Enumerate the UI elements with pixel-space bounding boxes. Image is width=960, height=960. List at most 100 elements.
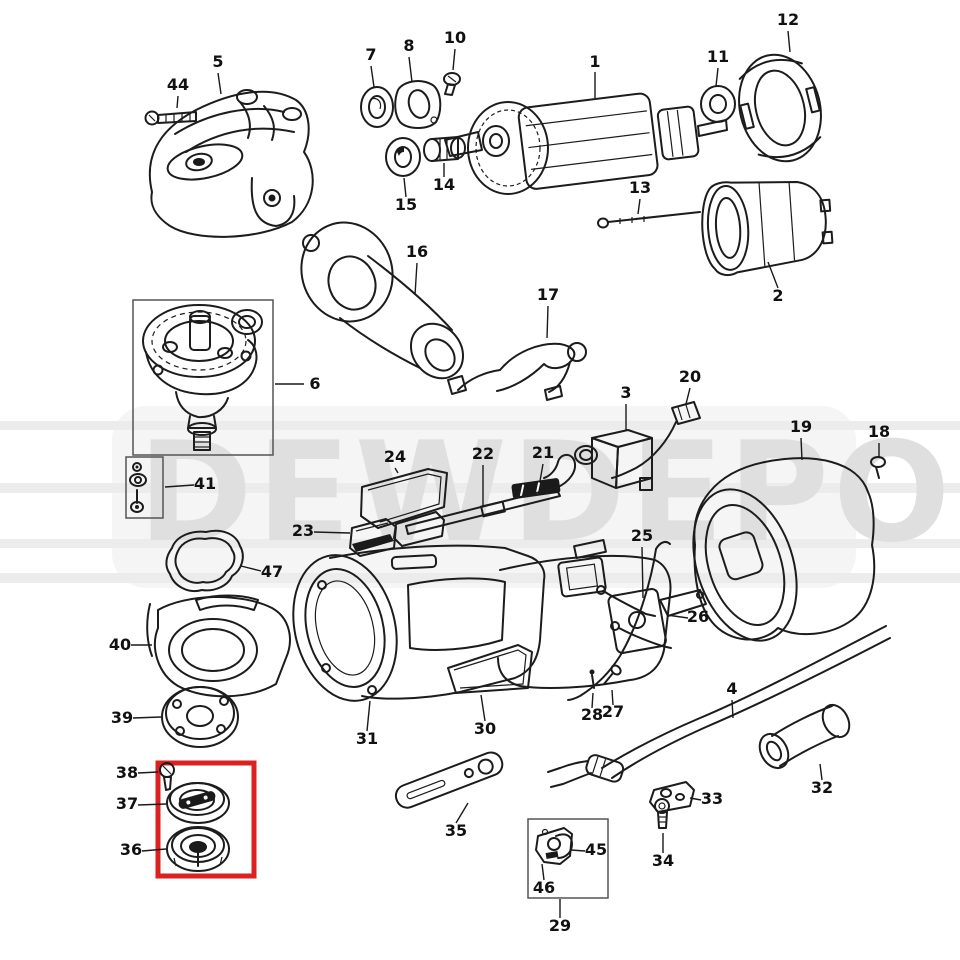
- part-15-bearing-drawing: [386, 138, 420, 176]
- part-32-cord-grip-drawing: [754, 700, 855, 773]
- part-3-switch-drawing: [575, 430, 652, 490]
- part-2-field-stator-drawing: [699, 175, 834, 277]
- leader-line-44: [177, 96, 178, 108]
- part-17-lead-wire-drawing: [448, 343, 586, 400]
- part-label-7: 7: [365, 45, 376, 64]
- part-44-screw-drawing: [146, 112, 197, 125]
- part-label-22: 22: [472, 444, 494, 463]
- leader-line-25: [642, 547, 643, 598]
- leader-line-4: [732, 700, 733, 718]
- part-30-nameplate-drawing: [448, 645, 532, 693]
- part-14-pinion-drawing: [424, 137, 465, 161]
- part-29-clamp-kit-drawing: [528, 819, 608, 898]
- leader-line-36: [142, 849, 166, 851]
- part-label-33: 33: [701, 789, 723, 808]
- part-26-lead-wire-drawing: [568, 542, 670, 700]
- part-label-26: 26: [687, 607, 709, 626]
- part-label-41: 41: [194, 474, 216, 493]
- part-31-motor-housing-drawing: [279, 544, 545, 712]
- highlight-box: [158, 763, 254, 876]
- part-10-screw-drawing: [444, 73, 460, 95]
- watermark-stripe: [0, 483, 960, 493]
- leader-line-13: [638, 199, 640, 214]
- part-label-6: 6: [309, 374, 320, 393]
- part-label-5: 5: [212, 52, 223, 71]
- part-24-cover-plate-drawing: [361, 469, 447, 528]
- part-7-retaining-ring-drawing: [361, 87, 393, 127]
- leader-line-23: [314, 532, 350, 533]
- part-label-3: 3: [620, 383, 631, 402]
- part-6-spindle-assembly-drawing: [133, 300, 273, 455]
- part-label-19: 19: [790, 417, 812, 436]
- part-label-12: 12: [777, 10, 799, 29]
- part-label-31: 31: [356, 729, 378, 748]
- part-label-34: 34: [652, 851, 674, 870]
- part-16-side-handle-drawing: [288, 210, 474, 389]
- part-37-inner-flange-drawing: [167, 783, 229, 823]
- part-label-13: 13: [629, 178, 651, 197]
- leader-line-30: [481, 695, 485, 721]
- leader-line-26: [667, 615, 688, 618]
- leader-line-15: [404, 178, 406, 197]
- part-35-spanner-wrench-drawing: [393, 749, 506, 811]
- part-label-45: 45: [585, 840, 607, 859]
- leader-line-38: [138, 772, 158, 773]
- leader-line-37: [138, 804, 166, 805]
- part-label-40: 40: [109, 635, 131, 654]
- part-label-4: 4: [726, 679, 737, 698]
- leader-line-33: [690, 798, 701, 800]
- part-label-37: 37: [116, 794, 138, 813]
- part-label-17: 17: [537, 285, 559, 304]
- leader-line-41: [165, 485, 194, 487]
- leader-lines: [131, 31, 879, 918]
- leader-line-2: [768, 262, 778, 288]
- leader-line-45: [571, 850, 585, 851]
- part-18-screw-drawing: [871, 457, 885, 478]
- part-label-36: 36: [120, 840, 142, 859]
- part-label-15: 15: [395, 195, 417, 214]
- part-label-1: 1: [589, 52, 600, 71]
- part-label-29: 29: [549, 916, 571, 935]
- part-label-47: 47: [261, 562, 283, 581]
- part-41-screw-set-drawing: [126, 457, 163, 518]
- watermark-panel: [112, 406, 856, 588]
- leader-line-7: [371, 66, 374, 87]
- leader-line-8: [409, 57, 412, 82]
- part-19-rear-cover-drawing: [675, 458, 874, 654]
- leader-line-28: [592, 693, 593, 708]
- leader-line-21: [540, 464, 543, 481]
- part-label-44: 44: [167, 75, 189, 94]
- part-label-25: 25: [631, 526, 653, 545]
- leader-line-17: [547, 306, 548, 338]
- leader-line-5: [218, 73, 221, 94]
- leader-line-16: [415, 263, 417, 295]
- motor-internals-drawing: [498, 540, 706, 688]
- part-label-24: 24: [384, 447, 406, 466]
- part-label-38: 38: [116, 763, 138, 782]
- part-25-lead-wire-drawing: [597, 586, 671, 648]
- watermark-stripe: [0, 421, 960, 430]
- part-47-gasket-drawing: [166, 531, 242, 591]
- part-36-outer-flange-nut-drawing: [167, 827, 229, 871]
- part-5-gear-case-cover-drawing: [150, 90, 313, 237]
- part-label-27: 27: [602, 702, 624, 721]
- part-1-armature-drawing: [445, 92, 727, 194]
- part-label-35: 35: [445, 821, 467, 840]
- part-11-bearing-drawing: [701, 86, 735, 122]
- part-label-39: 39: [111, 708, 133, 727]
- part-39-adapter-flange-drawing: [162, 687, 238, 747]
- leader-line-12: [788, 31, 790, 52]
- part-33-cord-clamp-drawing: [650, 782, 694, 812]
- part-label-11: 11: [707, 47, 729, 66]
- part-38-screw-drawing: [160, 763, 174, 790]
- leader-line-32: [820, 764, 822, 780]
- part-4-power-cord-drawing: [548, 626, 890, 787]
- part-label-30: 30: [474, 719, 496, 738]
- leader-line-27: [612, 690, 613, 705]
- leader-line-46: [542, 864, 544, 880]
- leader-line-20: [686, 388, 690, 404]
- leader-line-19: [801, 438, 802, 460]
- leader-line-35: [456, 803, 468, 823]
